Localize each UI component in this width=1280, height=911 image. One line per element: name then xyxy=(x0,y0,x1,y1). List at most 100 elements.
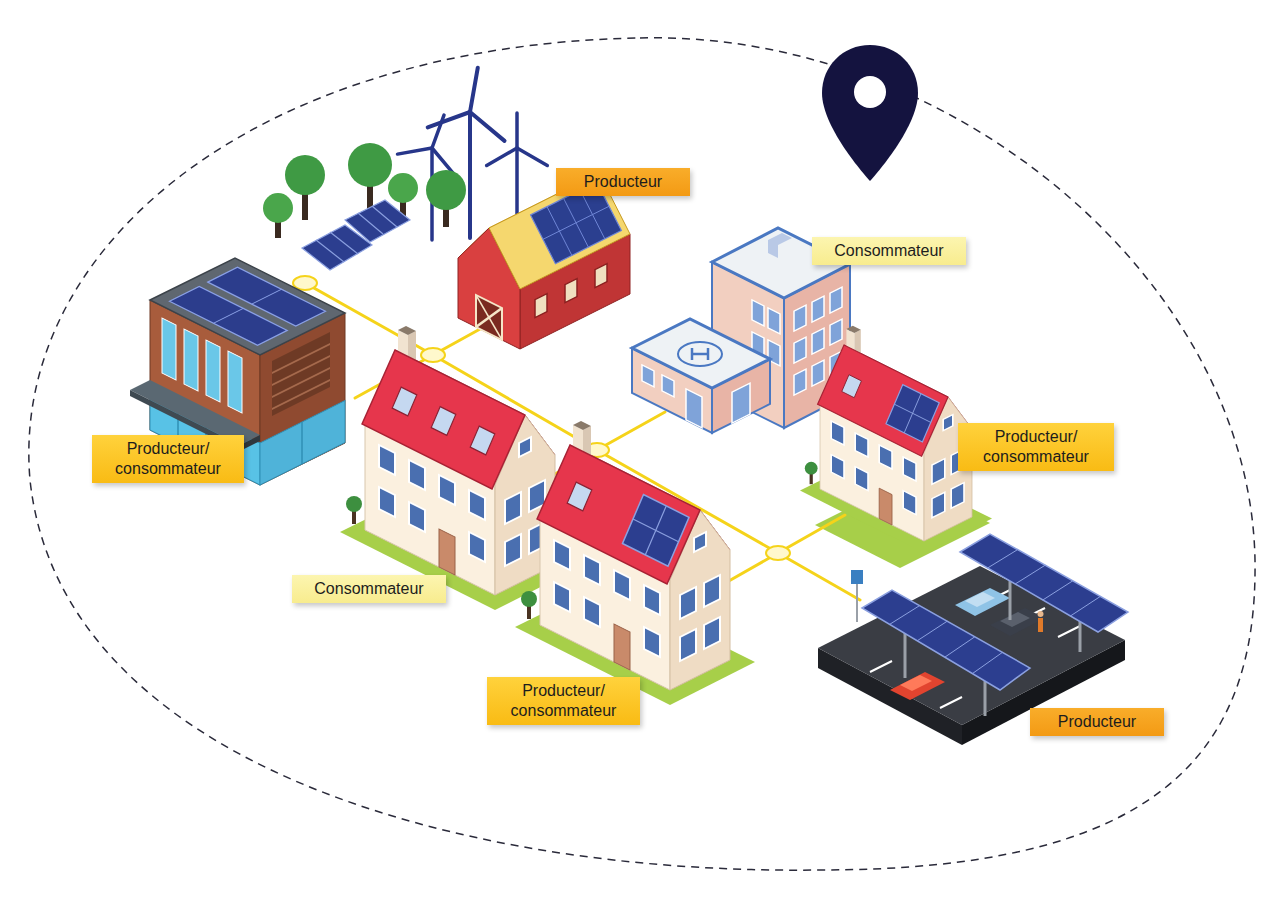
territory-outline xyxy=(29,38,1255,870)
office-building-part xyxy=(214,308,244,323)
house-middle-part-part xyxy=(567,482,592,511)
office-building-part-part xyxy=(272,380,330,409)
ground-solar-panels-part xyxy=(330,232,358,254)
hospital-part-part xyxy=(812,296,824,322)
hospital-part xyxy=(678,342,722,366)
house-middle xyxy=(515,421,755,705)
hospital-part-part xyxy=(642,365,654,387)
hospital-part-part xyxy=(732,383,750,423)
wind-turbines-part xyxy=(487,148,517,166)
office-building-part-part xyxy=(272,368,330,397)
energy-network-part xyxy=(597,412,665,450)
ground-solar-panels-part xyxy=(302,225,372,270)
hospital-part xyxy=(642,365,702,428)
trees-part xyxy=(285,155,325,195)
solar-parking-part xyxy=(856,582,858,622)
role-tag: Producteur/ consommateur xyxy=(958,423,1114,471)
solar-parking-part-part xyxy=(945,637,975,657)
location-pin-part xyxy=(822,45,918,181)
hospital-part-part xyxy=(794,305,806,331)
trees-part xyxy=(388,173,418,203)
ground-solar-panels-part xyxy=(316,240,344,262)
house-middle-part xyxy=(567,482,592,511)
barn-part-part xyxy=(476,295,502,340)
solar-parking-part xyxy=(890,606,1003,674)
role-tag: Producteur xyxy=(556,168,690,196)
hospital-part-part xyxy=(812,360,824,386)
wind-turbines-part xyxy=(470,68,478,112)
office-building-part xyxy=(170,286,288,345)
solar-parking-part-part xyxy=(1015,565,1045,584)
solar-parking-part xyxy=(1000,612,1030,627)
role-text: Producteur/ consommateur xyxy=(497,681,630,721)
ground-solar-panels xyxy=(302,200,410,270)
solar-parking-part-part xyxy=(1070,596,1100,616)
barn-part-part xyxy=(476,295,502,340)
energy-network-part xyxy=(778,515,845,553)
network-junctions-part xyxy=(766,546,790,560)
house-middle-part xyxy=(623,495,690,567)
office-building-part-part xyxy=(272,344,330,373)
solar-parking-part-part xyxy=(972,652,1002,673)
hospital-part xyxy=(732,383,750,423)
hospital-part-part xyxy=(812,328,824,354)
role-text: Consommateur xyxy=(822,241,956,261)
wind-turbines-part xyxy=(428,112,470,127)
solar-parking-part-part xyxy=(988,550,1018,568)
role-tag: Producteur xyxy=(1030,708,1164,736)
hospital-part-part xyxy=(686,389,702,428)
solar-parking-part xyxy=(862,590,1030,690)
hospital-part-part xyxy=(794,337,806,363)
location-pin xyxy=(822,45,918,181)
solar-parking-part-part xyxy=(940,697,962,708)
barn-part-part xyxy=(595,264,607,288)
house-right-part-part xyxy=(842,375,862,398)
solar-parking-part xyxy=(890,672,945,700)
solar-parking-part-part xyxy=(917,621,947,641)
house-right-part xyxy=(842,375,862,398)
solar-parking-part-part xyxy=(890,606,920,625)
role-text: Producteur xyxy=(566,172,680,192)
wind-turbines-part xyxy=(470,112,505,141)
office-building-part xyxy=(150,258,345,355)
role-tag: Consommateur xyxy=(812,237,966,265)
office-building-part-part xyxy=(260,401,345,485)
house-left-part-part xyxy=(470,426,495,455)
location-pin-part xyxy=(854,76,886,108)
role-text: Consommateur xyxy=(302,579,436,599)
solar-parking-part xyxy=(988,550,1101,616)
role-text: Producteur xyxy=(1040,712,1154,732)
wind-turbines-part xyxy=(515,148,519,222)
wind-turbines-part xyxy=(432,115,444,148)
barn-part xyxy=(476,295,502,340)
role-tag: Producteur/ consommateur xyxy=(487,677,640,725)
trees-part xyxy=(263,193,293,223)
house-left-part-part xyxy=(431,407,456,436)
hospital-part xyxy=(768,233,792,258)
ground-solar-panels-part xyxy=(358,213,383,234)
hospital-part-part xyxy=(768,308,780,334)
office-building-part xyxy=(252,289,282,304)
solar-parking-part-part xyxy=(870,661,892,672)
network-junctions-part xyxy=(293,276,317,290)
office-building-part-part xyxy=(301,422,303,464)
solar-parking-part xyxy=(851,570,863,584)
solar-parking-part xyxy=(990,608,1045,636)
office-building-part-part xyxy=(206,340,220,402)
solar-parking-part xyxy=(960,534,1128,632)
barn-part xyxy=(543,206,609,239)
house-left-part-part xyxy=(392,387,417,416)
solar-parking-part-part xyxy=(1043,581,1073,600)
office-building-part-part xyxy=(162,318,176,380)
solar-parking-part xyxy=(965,592,995,607)
hospital-part-part xyxy=(794,369,806,395)
solar-parking-part xyxy=(1038,611,1044,617)
role-text: Producteur/ consommateur xyxy=(102,439,234,479)
role-text: Producteur/ consommateur xyxy=(968,427,1104,467)
house-right-part xyxy=(894,404,930,422)
wind-turbines-part xyxy=(515,113,519,148)
role-tag: Consommateur xyxy=(292,575,446,603)
wind-turbines-part xyxy=(517,148,547,166)
